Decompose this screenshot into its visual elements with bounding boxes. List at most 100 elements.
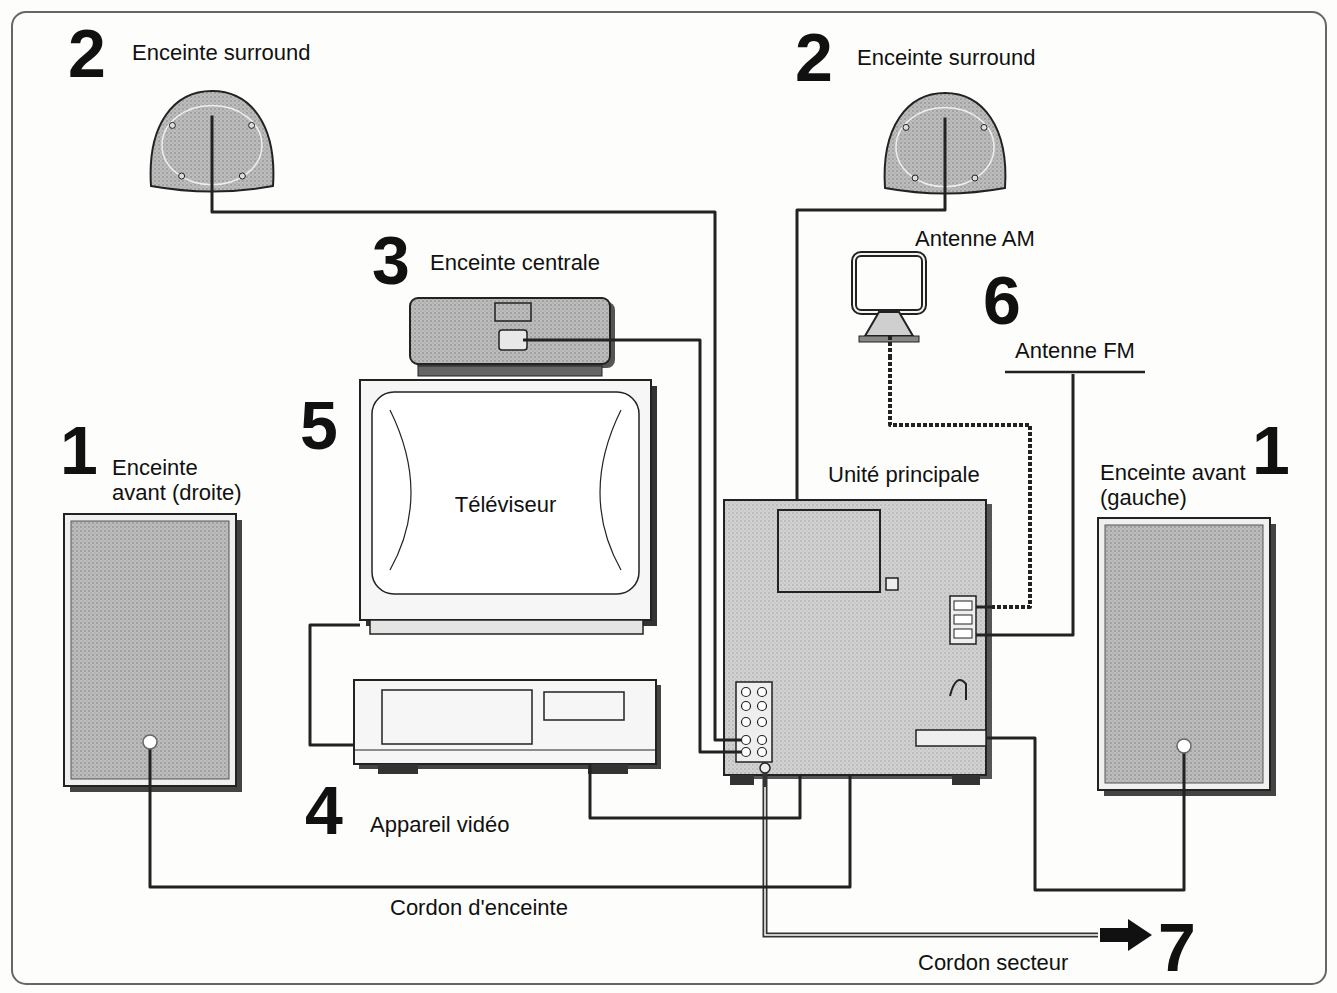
- main-unit-drawing: [724, 500, 992, 787]
- cable-stub: [799, 775, 802, 787]
- video-device-drawing: [354, 678, 662, 786]
- unit-foot: [952, 775, 980, 785]
- speaker-grille: [71, 521, 229, 779]
- antenna-stand: [865, 312, 913, 336]
- node-label: Unité principale: [828, 462, 1003, 487]
- node-label: Enceinte surround: [132, 40, 332, 65]
- speaker-shadow: [1104, 524, 1276, 796]
- speaker-wire: [944, 118, 947, 201]
- screen-reflection: [600, 410, 621, 570]
- front-speaker: Enceinte avant (droite): [64, 514, 242, 792]
- jack: [758, 718, 767, 727]
- node-label: Enceinte centrale: [430, 250, 630, 275]
- cable-stub: [849, 775, 852, 787]
- video-foot: [378, 764, 418, 774]
- cable-label: Cordon secteur: [918, 950, 1068, 975]
- cord-stub: [763, 773, 768, 787]
- jack: [742, 736, 751, 745]
- speaker-cord: [212, 198, 724, 740]
- callout-number: 1: [60, 416, 98, 484]
- speaker-screw: [169, 122, 175, 128]
- headphone-hook: [950, 680, 966, 700]
- cable-label: Cordon d'enceinte: [390, 895, 568, 920]
- surround-speaker-drawing: [146, 88, 278, 198]
- node-label: Antenne AM: [915, 226, 1055, 251]
- callout-number: 7: [1158, 913, 1196, 981]
- speaker-shadow: [70, 520, 242, 792]
- unit-foot: [730, 775, 754, 785]
- video-cable: [589, 764, 592, 786]
- power-outlet: [760, 763, 770, 773]
- screen-reflection: [390, 410, 411, 570]
- antenna-cable: [888, 336, 892, 356]
- terminal-clip: [954, 601, 972, 610]
- tv-base: [370, 620, 643, 634]
- surround-speaker: Enceinte surround: [146, 88, 278, 198]
- speaker-terminal: [143, 735, 157, 749]
- speaker-base: [418, 366, 602, 376]
- speaker-cabinet: [1098, 518, 1270, 790]
- callout-number: 2: [795, 23, 833, 91]
- video-device: Appareil vidéo: [354, 678, 662, 786]
- front-speaker: Enceinte avant (gauche): [1098, 518, 1276, 796]
- callout-number: 3: [372, 226, 410, 294]
- speaker-cord: [150, 787, 850, 887]
- indicator: [886, 578, 898, 590]
- speaker-cabinet: [410, 298, 610, 364]
- main-unit: Unité principale: [724, 500, 992, 787]
- speaker-screw: [912, 175, 918, 181]
- jack: [758, 736, 767, 745]
- callout-number: 1: [1252, 416, 1290, 484]
- am-antenna-drawing: [850, 250, 928, 356]
- speaker-cord: [310, 625, 360, 745]
- antenna-wire: [1005, 371, 1145, 374]
- node-label: Enceinte surround: [857, 45, 1057, 70]
- frame-border: [12, 12, 1326, 984]
- speaker-logo-panel: [495, 303, 531, 321]
- node-label: Téléviseur: [360, 492, 651, 517]
- surround-speaker: Enceinte surround: [880, 90, 1010, 200]
- antenna-loop-core: [854, 254, 924, 312]
- callout-number: 5: [300, 391, 338, 459]
- power-cord: [765, 787, 1098, 935]
- antenna-loop: [854, 254, 924, 312]
- node-label: Enceinte avant (gauche): [1100, 460, 1250, 511]
- unit-body: [724, 500, 986, 775]
- terminal-stub: [986, 737, 992, 740]
- terminal-clip: [954, 629, 972, 638]
- speaker-cabinet: [64, 514, 236, 786]
- terminal-stub: [976, 606, 992, 609]
- jack-stub: [724, 751, 741, 754]
- video-trim: [354, 750, 656, 751]
- speaker-screw: [249, 122, 255, 128]
- center-speaker: Enceinte centrale: [410, 296, 616, 378]
- speaker-wire: [211, 116, 214, 199]
- terminal-stub: [976, 634, 992, 637]
- cassette-door: [382, 690, 532, 744]
- tv-cabinet: [360, 380, 651, 620]
- surround-speaker-drawing: [880, 90, 1010, 200]
- node-label: Antenne FM: [1005, 338, 1145, 363]
- speaker-cord: [992, 374, 1073, 635]
- callout-number: 2: [68, 19, 106, 87]
- jack: [742, 702, 751, 711]
- speaker-wire: [523, 339, 616, 342]
- speaker-screw: [903, 124, 909, 130]
- power-arrow: [1100, 919, 1152, 951]
- jack: [758, 702, 767, 711]
- video-body: [354, 680, 656, 764]
- antenna-terminals: [950, 596, 976, 644]
- am-antenna: Antenne AM: [850, 250, 928, 356]
- jack: [758, 688, 767, 697]
- jack: [742, 718, 751, 727]
- speaker-terminal: [1177, 739, 1191, 753]
- front-speaker-drawing: [64, 514, 242, 792]
- speaker-grille: [1105, 525, 1263, 783]
- speaker-jack: [499, 330, 527, 350]
- cd-compartment: [778, 510, 880, 592]
- front-speaker-drawing: [1098, 518, 1276, 796]
- terminal-clip: [954, 615, 972, 624]
- power-cord-core: [765, 787, 1098, 935]
- speaker-screw: [981, 124, 987, 130]
